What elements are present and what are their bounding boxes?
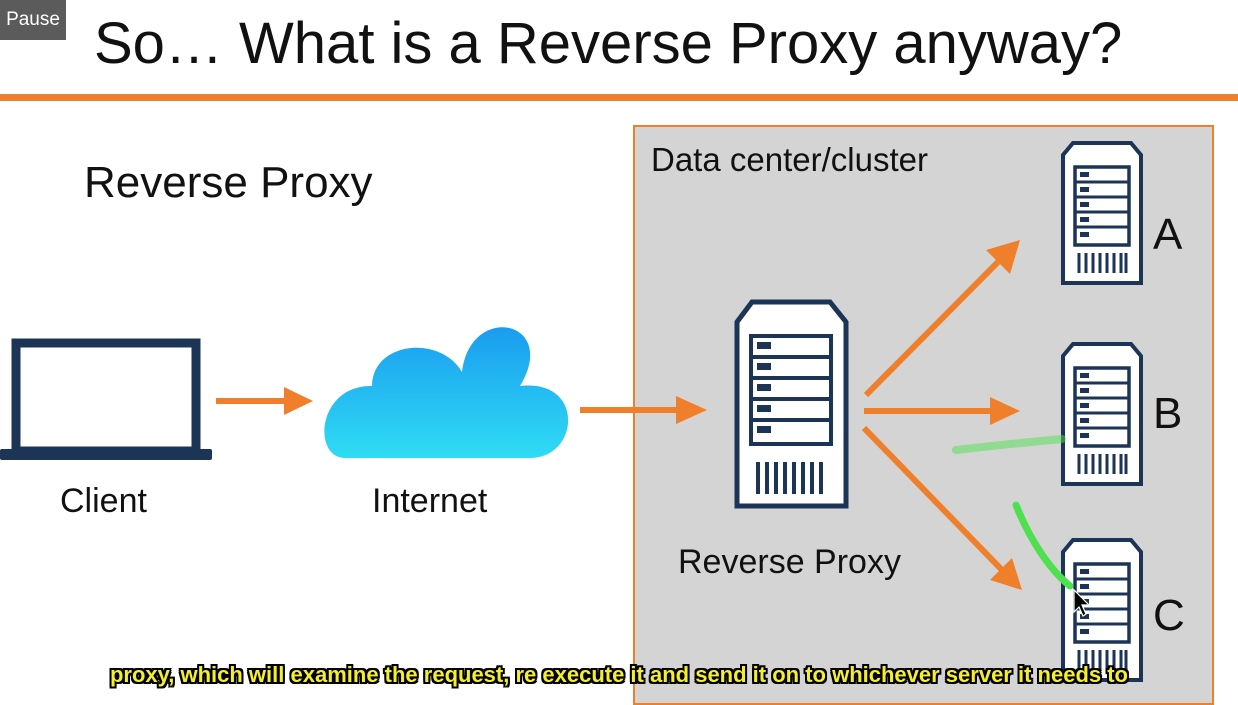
pause-button[interactable]: Pause [0,0,66,40]
client-label: Client [60,482,147,520]
title-divider [0,94,1238,101]
internet-label: Internet [372,482,488,520]
annotation-stroke [952,435,1074,590]
server-a-label: A [1153,210,1183,259]
slide-title: So… What is a Reverse Proxy anyway? [94,11,1123,76]
subtitle-caption: proxy, which will examine the request, r… [109,662,1128,687]
server-icon [1061,342,1143,486]
datacenter-label: Data center/cluster [651,141,928,178]
arrow-icon [863,240,1020,398]
server-icon [734,299,849,509]
server-icon [1061,141,1143,285]
arrow-icon [861,425,1022,590]
server-b-label: B [1153,389,1183,438]
cloud-icon [324,327,569,458]
arrow-icon [580,396,707,424]
arrow-icon [216,387,313,415]
proxy-label: Reverse Proxy [678,543,901,581]
server-c-label: C [1153,591,1185,640]
arrow-icon [864,397,1020,425]
laptop-icon [0,338,212,460]
cursor-icon [1073,588,1091,617]
slide-heading: Reverse Proxy [84,158,373,207]
